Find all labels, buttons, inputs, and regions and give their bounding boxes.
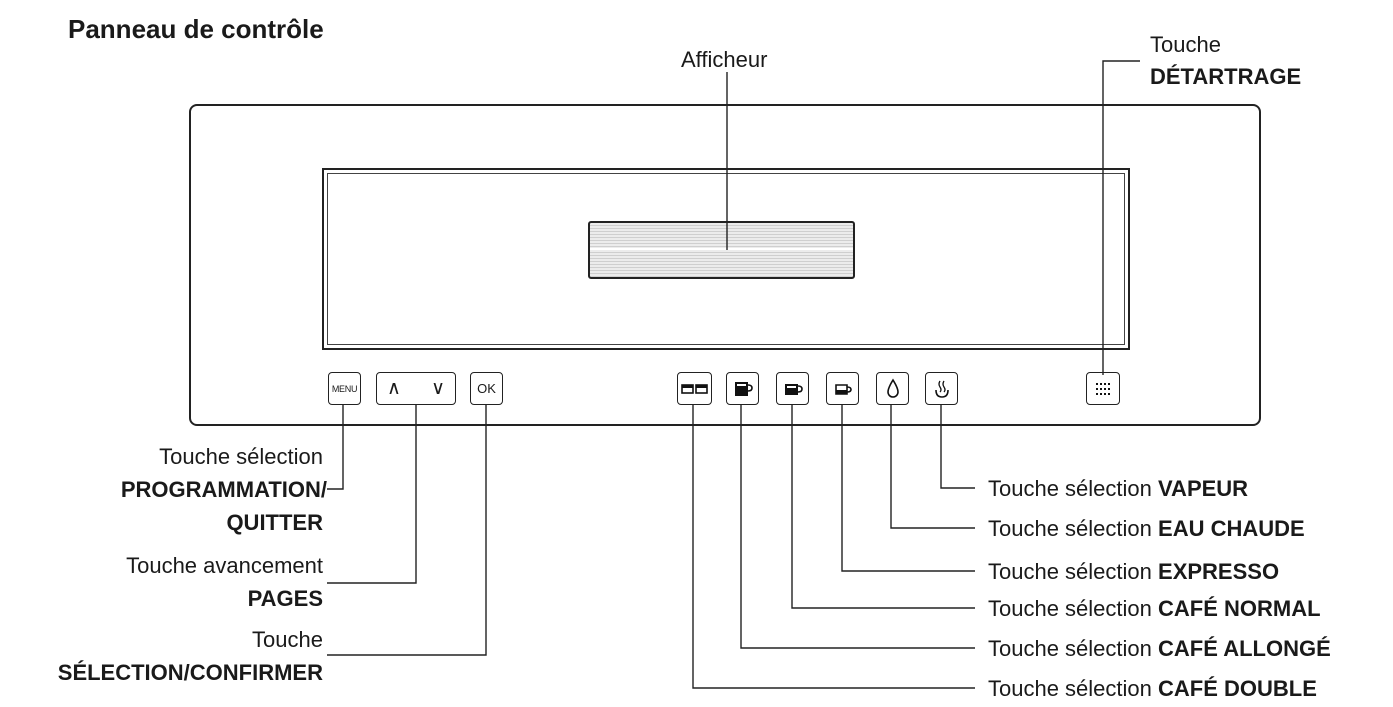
display-frame [322, 168, 1130, 350]
leader-vapeur [940, 404, 975, 489]
control-panel [189, 104, 1261, 426]
steam-icon [934, 380, 949, 398]
leader-cafe-double [692, 404, 975, 689]
lcd-display [588, 221, 855, 279]
mug-icon [784, 383, 803, 395]
display-label: Afficheur [681, 47, 768, 72]
leader-cafe-normal [791, 404, 975, 609]
label-programmation-line1: Touche sélection [159, 444, 323, 469]
page-title: Panneau de contrôle [68, 14, 324, 44]
label-confirm-line1: Touche [252, 627, 323, 652]
leader-ok [327, 404, 487, 656]
label-vapeur: Touche sélection VAPEUR [988, 476, 1249, 501]
ok-button[interactable]: OK [470, 372, 503, 405]
water-drop-icon [886, 377, 899, 398]
descale-label-line2: DÉTARTRAGE [1150, 64, 1302, 89]
leader-menu [327, 404, 344, 490]
label-cafe-normal: Touche sélection CAFÉ NORMAL [988, 596, 1321, 621]
cafe-normal-button[interactable] [776, 372, 809, 405]
label-pages-line2: PAGES [247, 586, 323, 611]
label-programmation-line2: PROGRAMMATION/ [120, 477, 327, 502]
tall-cup-icon [734, 381, 753, 396]
label-expresso: Touche sélection EXPRESSO [988, 559, 1280, 584]
menu-button[interactable]: MENU [328, 372, 361, 405]
leader-pages [327, 404, 417, 584]
descale-grid-icon [1096, 382, 1110, 395]
detartrage-button[interactable] [1086, 372, 1120, 405]
up-arrow-icon[interactable]: ∧ [387, 378, 401, 399]
down-arrow-icon[interactable]: ∨ [431, 378, 445, 399]
double-cup-icon [680, 383, 708, 394]
label-confirm-line2: SÉLECTION/CONFIRMER [57, 660, 323, 685]
label-cafe-double: Touche sélection CAFÉ DOUBLE [988, 676, 1317, 701]
display-frame-inner [327, 173, 1125, 345]
vapeur-button[interactable] [925, 372, 958, 405]
label-cafe-allonge: Touche sélection CAFÉ ALLONGÉ [988, 636, 1331, 661]
leader-expresso [841, 404, 975, 572]
leader-detartrage [1102, 60, 1140, 375]
eau-chaude-button[interactable] [876, 372, 909, 405]
small-cup-icon [834, 383, 852, 395]
leader-eau-chaude [890, 404, 975, 529]
page-arrows-button[interactable]: ∧ ∨ [376, 372, 456, 405]
leader-cafe-allonge [740, 404, 975, 649]
label-programmation-line3: QUITTER [226, 510, 323, 535]
cafe-allonge-button[interactable] [726, 372, 759, 405]
descale-label-line1: Touche [1150, 32, 1221, 57]
label-pages-line1: Touche avancement [126, 553, 323, 578]
label-eau-chaude: Touche sélection EAU CHAUDE [988, 516, 1305, 541]
cafe-double-button[interactable] [677, 372, 712, 405]
